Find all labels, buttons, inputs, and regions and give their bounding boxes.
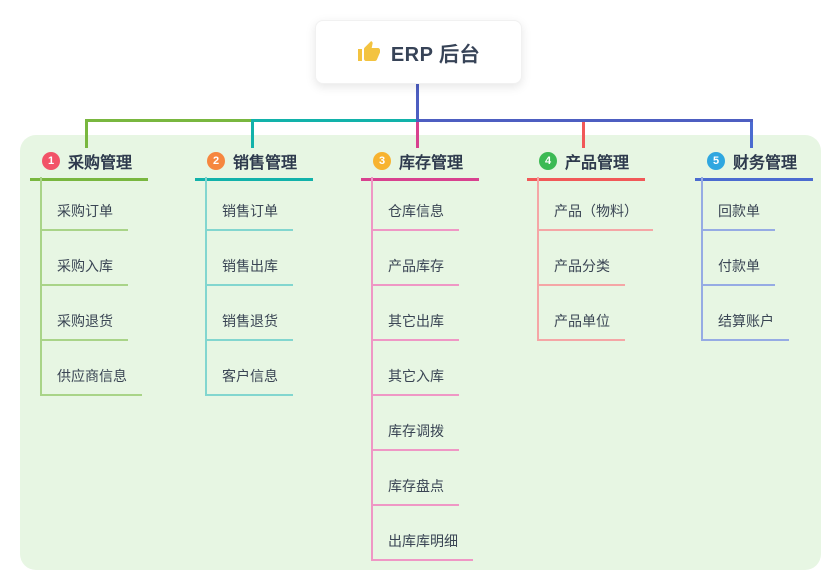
node-product-management[interactable]: 4 产品管理 [527,147,645,181]
node-other-inbound[interactable]: 其它入库 [371,365,459,396]
branch-title: 销售管理 [233,155,298,172]
root-connector-vertical [416,82,419,122]
badge-1: 1 [42,152,60,170]
node-product-unit[interactable]: 产品单位 [537,310,625,341]
branch-title: 采购管理 [68,155,133,172]
bus-segment-1 [85,119,253,122]
bus-segment-2 [251,119,418,122]
drop-branch-3 [416,122,419,148]
branch-title: 财务管理 [733,155,798,172]
node-purchase-return[interactable]: 采购退货 [40,310,128,341]
bus-segment-3 [416,119,753,122]
node-payment-doc[interactable]: 付款单 [701,255,775,286]
node-warehouse-info[interactable]: 仓库信息 [371,200,459,231]
badge-4: 4 [539,152,557,170]
node-customer-info[interactable]: 客户信息 [205,365,293,396]
branch-title: 库存管理 [399,155,464,172]
root-node-label: ERP 后台 [390,43,481,66]
branches-background-panel [20,135,821,570]
branch-4-child-connector [537,177,539,339]
node-product-material[interactable]: 产品（物料） [537,200,653,231]
badge-5: 5 [707,152,725,170]
node-sales-order[interactable]: 销售订单 [205,200,293,231]
badge-2: 2 [207,152,225,170]
node-sales-return[interactable]: 销售退货 [205,310,293,341]
drop-branch-5 [750,122,753,148]
drop-branch-4 [582,122,585,148]
node-supplier-info[interactable]: 供应商信息 [40,365,142,396]
node-other-outbound[interactable]: 其它出库 [371,310,459,341]
drop-branch-2 [251,119,254,148]
thumbs-up-icon [357,41,380,61]
node-stock-transfer[interactable]: 库存调拨 [371,420,459,451]
node-receipt-doc[interactable]: 回款单 [701,200,775,231]
node-product-stock[interactable]: 产品库存 [371,255,459,286]
badge-3: 3 [373,152,391,170]
node-settlement-account[interactable]: 结算账户 [701,310,789,341]
node-purchase-management[interactable]: 1 采购管理 [30,147,148,181]
branch-5-child-connector [701,177,703,339]
node-finance-management[interactable]: 5 财务管理 [695,147,813,181]
node-outbound-detail[interactable]: 出库库明细 [371,530,473,561]
node-stock-count[interactable]: 库存盘点 [371,475,459,506]
node-purchase-inbound[interactable]: 采购入库 [40,255,128,286]
node-sales-management[interactable]: 2 销售管理 [195,147,313,181]
branch-3-child-connector [371,177,373,559]
branch-title: 产品管理 [565,155,630,172]
node-product-category[interactable]: 产品分类 [537,255,625,286]
drop-branch-1 [85,119,88,148]
node-inventory-management[interactable]: 3 库存管理 [361,147,479,181]
node-purchase-order[interactable]: 采购订单 [40,200,128,231]
node-sales-outbound[interactable]: 销售出库 [205,255,293,286]
root-node[interactable]: ERP 后台 [315,20,522,84]
